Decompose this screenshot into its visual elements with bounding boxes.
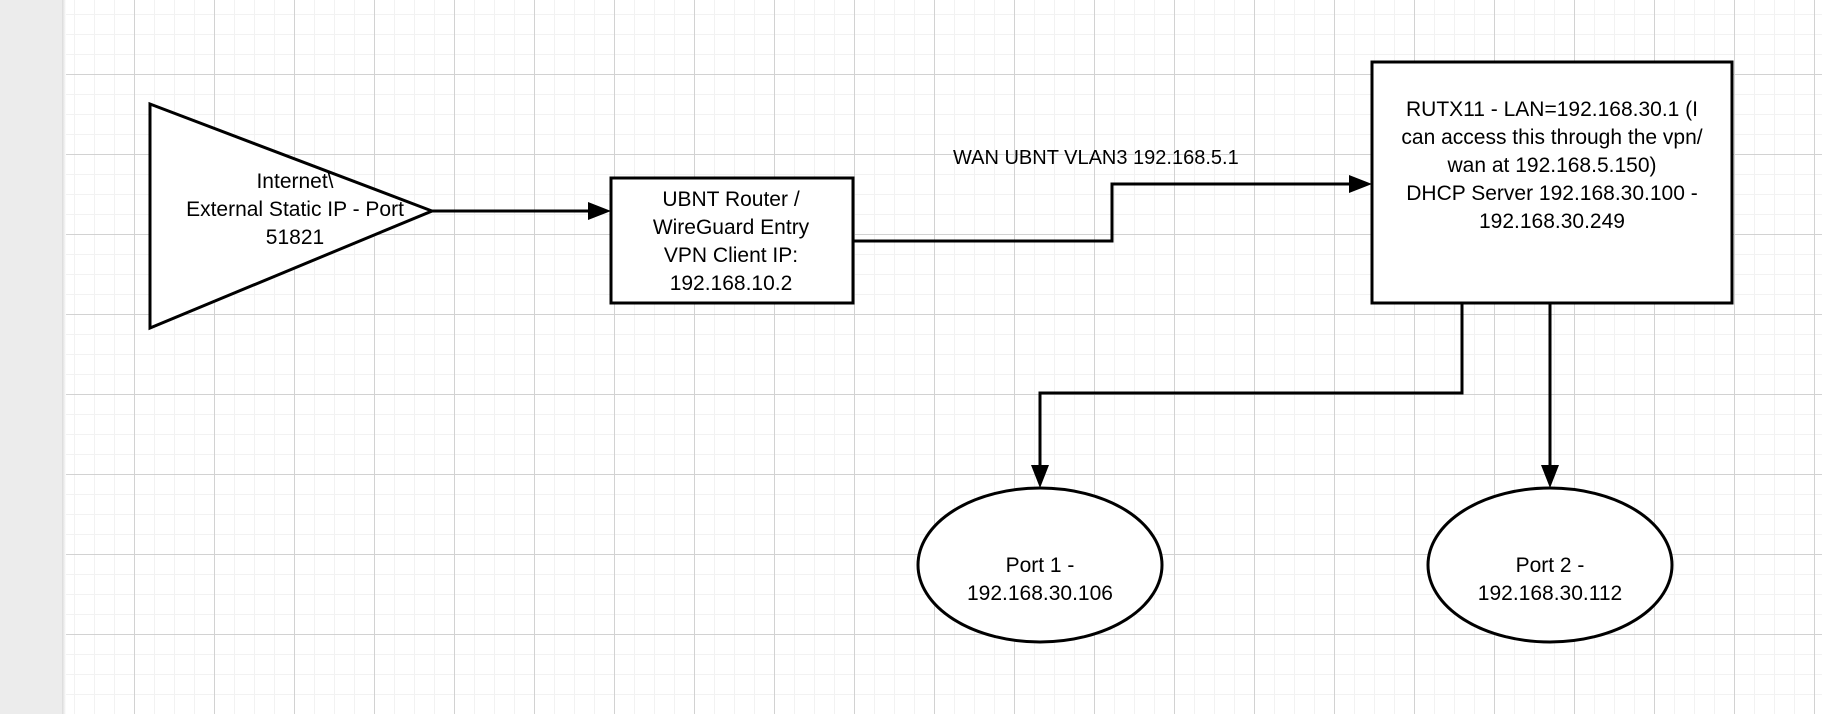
node-port1-shape[interactable] <box>916 486 1164 644</box>
edge-ubnt-to-rutx11-line[interactable] <box>853 182 1357 243</box>
node-port2-shape[interactable] <box>1426 486 1674 644</box>
edge-ubnt-to-rutx11-arrowhead <box>1349 175 1372 193</box>
node-rutx11-shape[interactable] <box>1370 60 1734 305</box>
edge-rutx11-to-port1-line[interactable] <box>1038 303 1464 473</box>
edge-rutx11-to-port1-arrowhead <box>1031 465 1049 488</box>
edge-internet-to-ubnt-arrowhead <box>588 202 611 220</box>
node-internet-shape[interactable] <box>148 101 437 331</box>
edge-rutx11-to-port2-arrowhead <box>1541 465 1559 488</box>
edge-ubnt-to-rutx11-label: WAN UBNT VLAN3 192.168.5.1 <box>953 147 1239 169</box>
canvas-left-edge-shadow <box>62 0 66 714</box>
node-ubnt-router-shape[interactable] <box>609 176 855 305</box>
left-gutter <box>0 0 62 714</box>
